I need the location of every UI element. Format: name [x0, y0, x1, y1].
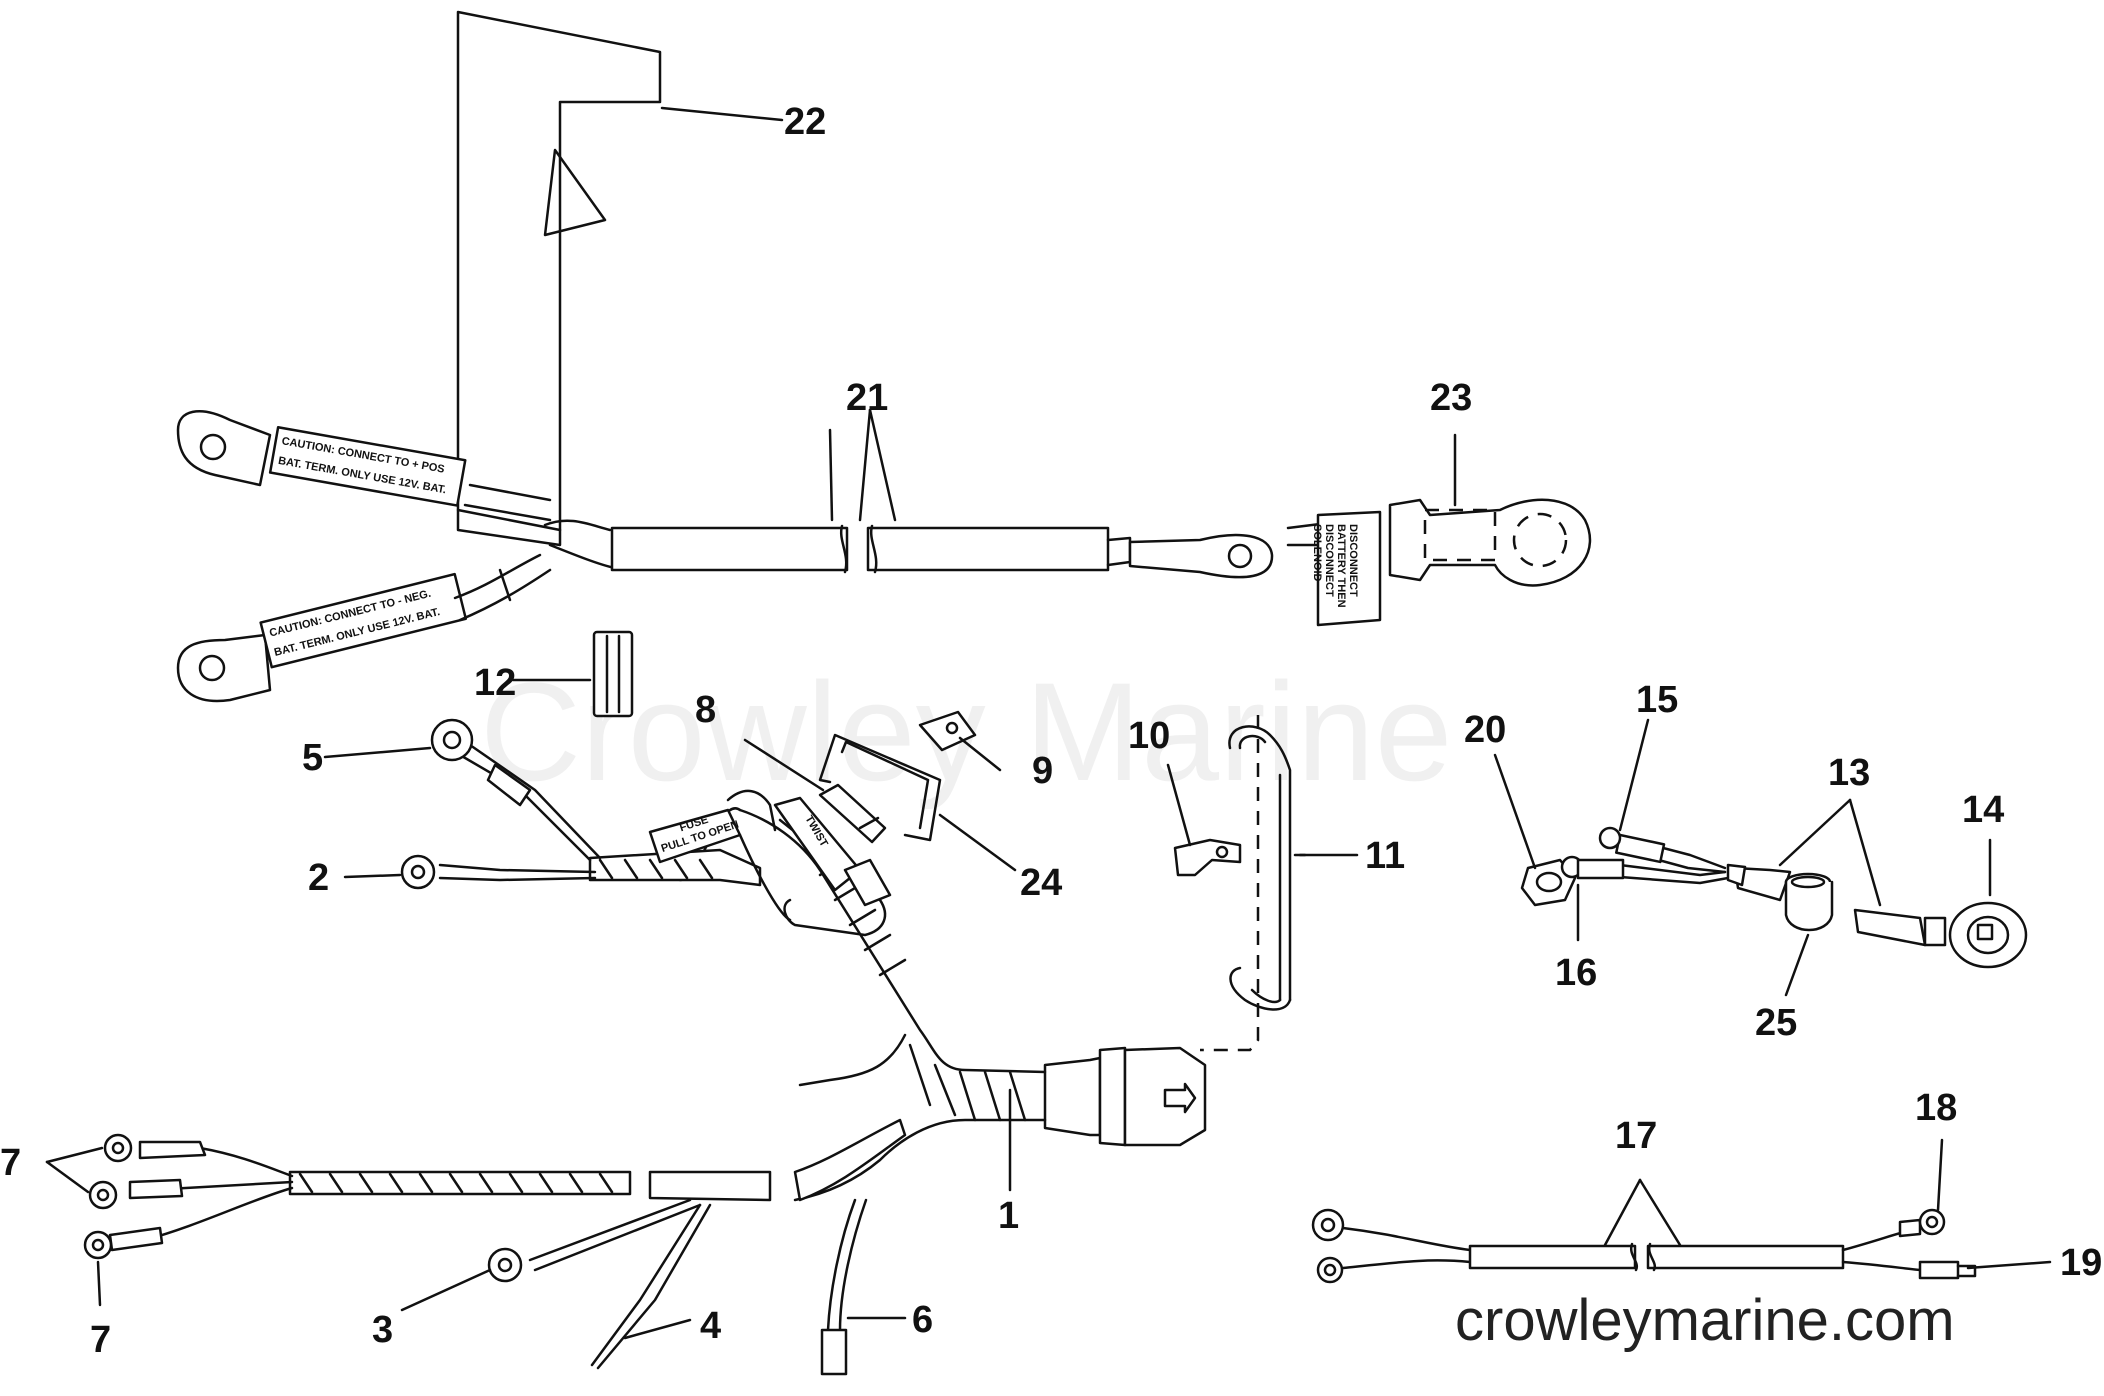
- callout-22: 22: [784, 101, 826, 143]
- grommet-part: [592, 630, 634, 718]
- callout-19: 19: [2060, 1242, 2102, 1284]
- callout-21: 21: [846, 377, 888, 419]
- callout-25: 25: [1755, 1002, 1797, 1044]
- callout-16: 16: [1555, 952, 1597, 994]
- callout-23: 23: [1430, 377, 1472, 419]
- callout-12: 12: [474, 662, 516, 704]
- callout-11: 11: [1365, 835, 1405, 877]
- leader-lines: [45, 106, 2052, 1340]
- callout-5: 5: [302, 737, 323, 779]
- harness-wrap-hatch: [803, 833, 1027, 1122]
- disconnect-text-3: DISCONNECT: [1323, 524, 1335, 597]
- callout-10: 10: [1128, 715, 1170, 757]
- callout-8: 8: [695, 689, 716, 731]
- callout-3: 3: [372, 1309, 393, 1351]
- site-url: crowleymarine.com: [1455, 1288, 1955, 1353]
- disconnect-text-2: BATTERY THEN: [1335, 524, 1347, 608]
- fuse-part: [818, 783, 887, 844]
- callout-6: 6: [912, 1299, 933, 1341]
- clamp-part: [1173, 838, 1242, 877]
- disconnect-text-4: SOLENOID: [1311, 524, 1323, 582]
- battery-cable-main: [543, 519, 1274, 579]
- callout-13: 13: [1828, 752, 1870, 794]
- callout-9: 9: [1032, 750, 1053, 792]
- callout-18: 18: [1915, 1087, 1957, 1129]
- bracket-part: [818, 733, 942, 842]
- fuse-holder: FUSE PULL TO OPEN TWIST: [648, 789, 892, 937]
- callout-24: 24: [1020, 862, 1062, 904]
- switch-kit-parts: [1520, 826, 2028, 969]
- callout-2: 2: [308, 857, 329, 899]
- callouts: 22 21 23 12 8 9 10 11 24 5 2 1 7 7 3 4 6…: [0, 101, 2102, 1361]
- callout-20: 20: [1464, 709, 1506, 751]
- callout-15: 15: [1636, 679, 1678, 721]
- battery-cable-positive: CAUTION: CONNECT TO + POS BAT. TERM. ONL…: [176, 410, 552, 522]
- callout-14: 14: [1962, 789, 2004, 831]
- callout-4: 4: [700, 1305, 721, 1347]
- callout-7b: 7: [90, 1319, 111, 1361]
- retainer-spring-part: [1200, 715, 1292, 1052]
- engine-harness: FUSE PULL TO OPEN TWIST: [83, 718, 1207, 1376]
- warning-boot-part: [456, 10, 662, 547]
- callout-17: 17: [1615, 1115, 1657, 1157]
- extension-harness: [1311, 1208, 1977, 1284]
- disconnect-text-1: DISCONNECT: [1347, 524, 1359, 597]
- callout-1: 1: [998, 1195, 1019, 1237]
- solenoid-terminal-boot: DISCONNECT BATTERY THEN DISCONNECT SOLEN…: [1286, 498, 1592, 627]
- callout-7a: 7: [0, 1142, 21, 1184]
